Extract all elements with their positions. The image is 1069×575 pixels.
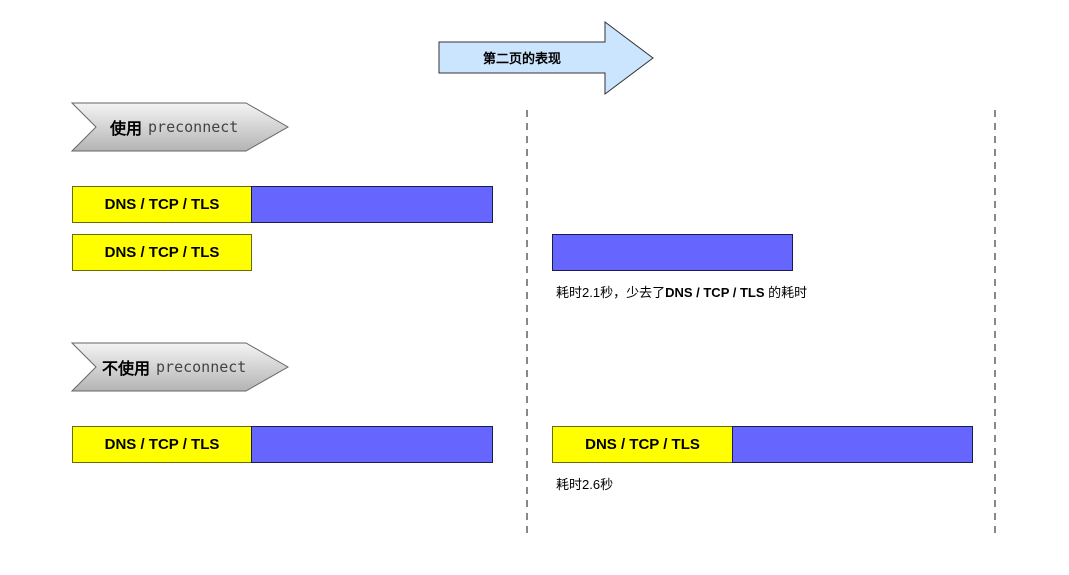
result-note-without: 耗时2.6秒 bbox=[556, 477, 614, 492]
section-title-with: 使用 preconnect bbox=[110, 103, 238, 151]
section-title-text: 使用 bbox=[110, 121, 143, 138]
chevron-icon bbox=[70, 102, 290, 152]
result-bold: DNS / TCP / TLS bbox=[665, 285, 765, 300]
dns-block: DNS / TCP / TLS bbox=[72, 186, 252, 223]
load-bar bbox=[251, 426, 493, 463]
section-title-code: preconnect bbox=[156, 358, 247, 376]
load-bar bbox=[251, 186, 493, 223]
result-note-with: 耗时2.1秒，少去了DNS / TCP / TLS 的耗时 bbox=[556, 282, 807, 301]
section-title-without: 不使用 preconnect bbox=[102, 343, 246, 391]
dns-block: DNS / TCP / TLS bbox=[72, 234, 252, 271]
header-arrow-icon bbox=[438, 21, 654, 95]
result-suffix: 的耗时 bbox=[764, 285, 808, 300]
dns-block: DNS / TCP / TLS bbox=[552, 426, 733, 463]
chevron-icon bbox=[70, 342, 290, 392]
header-label: 第二页的表现 bbox=[482, 51, 561, 66]
dns-block: DNS / TCP / TLS bbox=[72, 426, 252, 463]
section-title-code: preconnect bbox=[148, 118, 239, 136]
load-bar bbox=[552, 234, 793, 271]
load-bar bbox=[732, 426, 973, 463]
result-prefix: 耗时2.1秒，少去了 bbox=[556, 285, 666, 300]
section-title-text: 不使用 bbox=[102, 361, 151, 378]
